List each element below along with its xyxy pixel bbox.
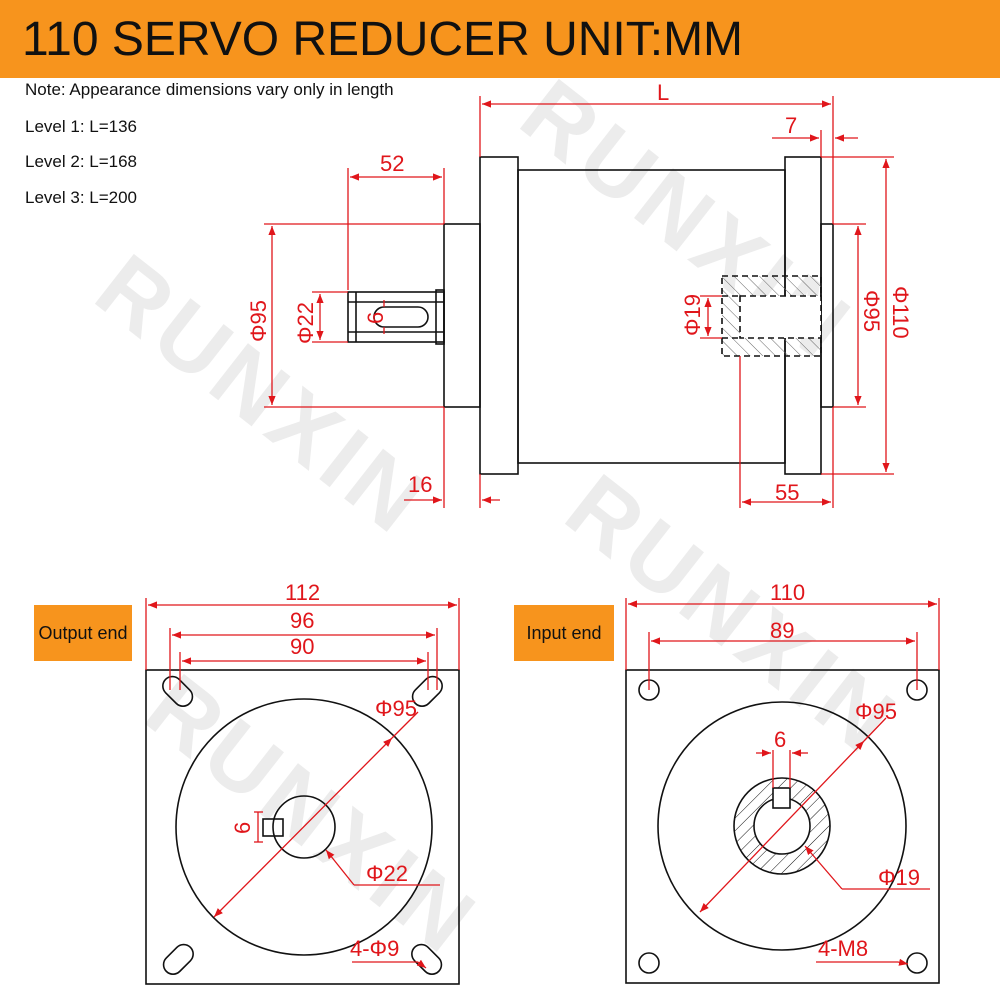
dim-L: L bbox=[657, 80, 669, 105]
shaft-shoulder bbox=[435, 289, 445, 345]
watermark-text: RUNXIN bbox=[78, 235, 447, 555]
dim-110: 110 bbox=[770, 580, 805, 605]
key-slot bbox=[373, 306, 429, 328]
dim-key6: 6 bbox=[363, 312, 388, 324]
note-text: Note: Appearance dimensions vary only in… bbox=[25, 80, 394, 99]
input-end-tag: Input end bbox=[514, 605, 614, 661]
page-title: 110 SERVO REDUCER UNIT:MM bbox=[22, 13, 744, 66]
dim-phi19: Φ19 bbox=[680, 294, 705, 336]
level-1-text: Level 1: L=136 bbox=[25, 117, 138, 136]
input-pilot-circle bbox=[657, 701, 907, 951]
output-spigot bbox=[443, 223, 481, 408]
input-bore bbox=[721, 275, 822, 357]
dim-holes: 4-M8 bbox=[818, 936, 868, 961]
dim-90: 90 bbox=[290, 634, 314, 659]
dim-phi95: Φ95 bbox=[855, 699, 897, 724]
mount-slot bbox=[162, 675, 194, 707]
output-end-dimensions bbox=[145, 598, 460, 969]
input-flange-square bbox=[625, 669, 940, 984]
title-bar: 110 SERVO REDUCER UNIT:MM bbox=[0, 0, 1000, 78]
dim-112: 112 bbox=[285, 580, 320, 605]
side-view-labels: L 7 52 Φ95 Φ22 6 16 Φ19 Φ95 Φ110 55 bbox=[246, 80, 913, 505]
side-view-dimensions bbox=[264, 96, 894, 508]
dim-7: 7 bbox=[785, 113, 797, 138]
dim-52: 52 bbox=[380, 151, 404, 176]
dim-key6: 6 bbox=[230, 822, 255, 834]
mount-slot bbox=[411, 675, 443, 707]
dim-89: 89 bbox=[770, 618, 794, 643]
dim-phi22: Φ22 bbox=[366, 861, 408, 886]
output-end-labels: 112 96 90 Φ95 6 Φ22 4-Φ9 bbox=[230, 580, 417, 961]
watermark-text: RUNXIN bbox=[548, 455, 917, 775]
side-view bbox=[347, 156, 834, 475]
dim-phi110: Φ110 bbox=[888, 286, 913, 339]
input-end-labels: 110 89 Φ95 6 Φ19 4-M8 bbox=[770, 580, 920, 961]
output-pilot-circle bbox=[175, 698, 433, 956]
mount-hole bbox=[638, 952, 660, 974]
dim-phi95: Φ95 bbox=[375, 696, 417, 721]
watermark-text: RUNXIN bbox=[128, 655, 497, 975]
dim-key6: 6 bbox=[774, 727, 786, 752]
dim-55: 55 bbox=[775, 480, 799, 505]
input-end-dimensions bbox=[625, 598, 940, 966]
dim-96: 96 bbox=[290, 608, 314, 633]
dim-phi22: Φ22 bbox=[293, 302, 318, 344]
mount-slot bbox=[162, 943, 194, 975]
dim-phi95-left: Φ95 bbox=[246, 300, 271, 342]
input-key bbox=[772, 787, 791, 809]
output-end-tag: Output end bbox=[34, 605, 132, 661]
dim-phi95-right: Φ95 bbox=[859, 290, 884, 332]
dim-phi19: Φ19 bbox=[878, 865, 920, 890]
output-flange-square bbox=[145, 669, 460, 985]
level-3-text: Level 3: L=200 bbox=[25, 188, 138, 207]
level-2-text: Level 2: L=168 bbox=[25, 152, 138, 171]
dim-16: 16 bbox=[408, 472, 432, 497]
mount-hole bbox=[906, 952, 928, 974]
dim-holes: 4-Φ9 bbox=[350, 936, 399, 961]
output-flange bbox=[479, 156, 519, 475]
